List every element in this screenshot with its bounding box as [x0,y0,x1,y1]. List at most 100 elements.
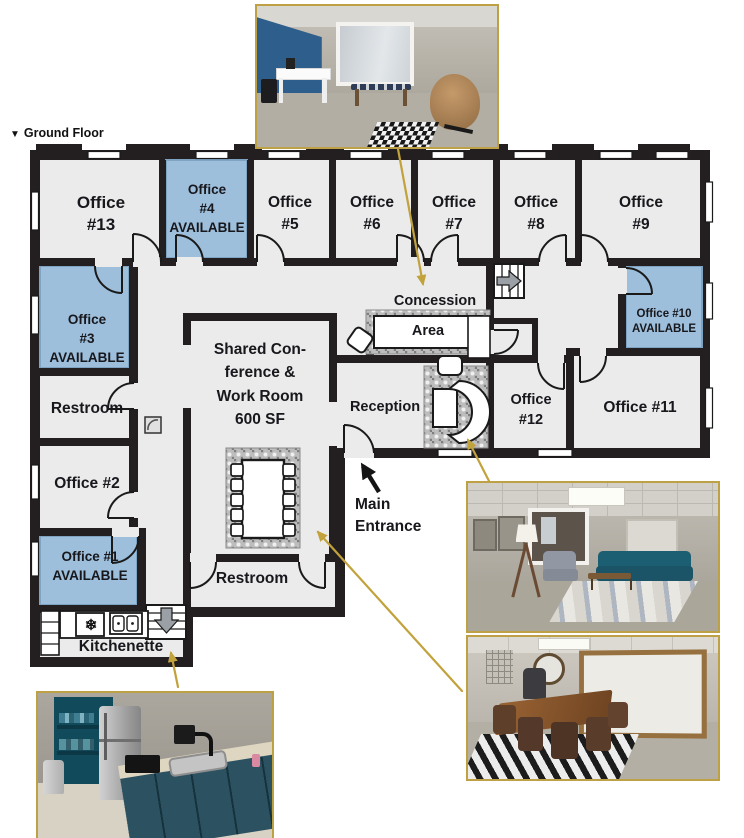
ceiling-light [568,487,625,506]
conference-room-photo [466,635,720,781]
accent-rug [367,121,440,147]
window-reflection [540,517,556,544]
fridge-handle [103,713,107,760]
concession-counter [346,309,491,359]
shelf-items [59,713,95,724]
label-office2: Office #2 [54,475,120,492]
chair [518,716,543,751]
label-shared-conference: Shared Con- ference & Work Room 600 SF [213,341,307,428]
label-concession-area: Area [411,323,445,339]
label-office4: Office #4 AVAILABLE [169,182,245,235]
ceiling [468,637,718,653]
table-leg [278,77,284,104]
chair [585,716,611,751]
sink-box [109,612,143,635]
paper-towel-dispenser [173,724,195,744]
lounge-chair [429,73,481,131]
armchair-seat [543,568,578,581]
label-kitchenette: Kitchenette [78,638,164,655]
label-reception: Reception [349,399,421,415]
chair [493,705,516,734]
ceiling-light [538,638,590,651]
bench [350,83,411,90]
concession-chair [346,326,374,354]
reception-sofa [446,379,491,445]
reception-lounge-photo [466,481,720,633]
arrow-to-reception [466,438,491,483]
label-office5: Office #5 [268,194,312,233]
label-restroom-upper: Restroom [50,400,124,417]
arrow-to-kitchenette [167,651,180,689]
photo-connectors [167,147,491,693]
concession-cabinet [467,315,491,359]
label-office9: Office #9 [619,194,663,233]
stairs-up [493,263,525,299]
building-footprint [30,144,710,667]
bench-leg [403,89,407,107]
conference-chairs [230,463,296,537]
soap-bottle [252,753,261,767]
label-office12: Office #12 [510,392,552,429]
suite-office4 [165,159,248,259]
wall-art [473,518,497,551]
label-main-entrance: Main Entrance [355,496,422,536]
nook-shelf [56,724,102,729]
grid-wall-art [485,649,513,684]
shelf-items [59,739,95,750]
available-suites [39,159,703,606]
freezer-box [75,612,105,637]
conference-furniture [225,447,301,549]
label-office8: Office #8 [514,194,558,233]
coffee-table-legs [590,579,632,590]
kitchenette-fixtures [40,610,149,656]
trash-can [260,79,278,104]
table-leg [321,77,327,104]
faucet [187,732,213,757]
reception-chair [437,355,463,376]
arrow-to-conference [316,530,464,693]
freezer-snowflake-icon: ❄ [84,617,98,634]
arrow-to-concession [396,147,427,286]
drinking-fountain-icon [144,416,162,434]
coffee-table [588,573,631,580]
label-office6: Office #6 [350,194,394,233]
console-table [276,68,331,80]
microwave [124,755,160,773]
main-entrance-arrow [360,462,381,494]
kitchenette-photo [36,691,274,838]
label-restroom-lower: Restroom [215,570,289,587]
label-office10: Office #10 AVAILABLE [631,308,697,335]
sofa [598,551,691,569]
chair [550,722,578,760]
desk-chair-tall [523,668,546,700]
label-office13: Office #13 [76,193,126,234]
conference-table [240,458,286,540]
reception-furniture [423,355,491,449]
chair [608,702,628,728]
label-concession: Concession [393,293,477,309]
trash-can [42,759,64,795]
label-office1: Office #1 AVAILABLE [52,549,128,583]
nook-shelf [56,751,102,755]
floor-lamp-shade [515,524,538,543]
doors [94,233,653,589]
windows [30,150,714,577]
stairs-down-arrow-icon [153,607,180,634]
plan-title-text: Ground Floor [23,126,104,140]
interior-window [336,21,414,86]
wall-art-canvas [628,521,676,555]
stairs-down [145,604,187,640]
plan-title: ▼Ground Floor [10,126,104,140]
label-office3: Office #3 AVAILABLE [49,312,125,365]
reception-table [432,388,458,428]
label-office7: Office #7 [432,194,476,233]
bench-leg [355,89,359,107]
triangle-marker-icon: ▼ [10,129,20,140]
stairs-up-arrow-icon [496,269,522,293]
fridge-divider [98,739,141,742]
coffee-maker [285,58,296,70]
armchair [543,551,576,574]
label-office11: Office #11 [603,399,677,416]
